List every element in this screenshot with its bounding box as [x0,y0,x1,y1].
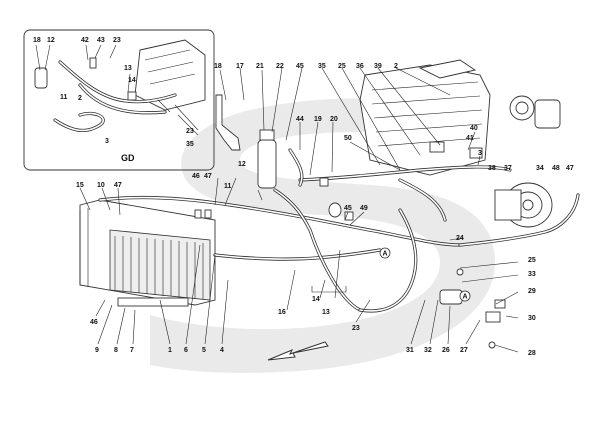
label-16: 16 [278,309,286,316]
label-48: 48 [552,165,560,172]
label-14: 14 [312,296,320,303]
label-4: 4 [220,347,224,354]
marker-a-left [379,247,391,259]
label-18-inset: 18 [33,37,41,44]
callout-labels: GD 18 12 42 43 23 13 14 2 11 3 23 35 18 … [33,37,574,357]
inset-drier-icon [34,67,48,89]
label-24: 24 [456,235,464,242]
label-3-inset: 3 [105,138,109,145]
label-45-mid: 45 [344,205,352,212]
label-11: 11 [224,183,232,190]
label-49: 49 [360,205,368,212]
label-3: 3 [478,150,482,157]
label-39: 39 [374,63,382,70]
label-37: 37 [504,165,512,172]
label-50: 50 [344,135,352,142]
label-6: 6 [184,347,188,354]
bracket [215,94,241,151]
watermark-logo [150,98,495,373]
label-40: 40 [470,125,478,132]
label-23-inset-top: 23 [113,37,121,44]
label-33: 33 [528,271,536,278]
label-47-right: 47 [566,165,574,172]
label-41: 41 [466,135,474,142]
label-18: 18 [214,63,222,70]
label-42: 42 [81,37,89,44]
label-14-inset: 14 [128,77,136,84]
condenser [79,199,216,307]
label-25: 25 [528,257,536,264]
inset-title: GD [121,153,135,163]
label-26: 26 [442,347,450,354]
label-19: 19 [314,116,322,123]
label-20: 20 [330,116,338,123]
marker-a-left-label: A [383,251,388,258]
label-9: 9 [95,347,99,354]
label-47-left: 47 [114,182,122,189]
inset-valve-icon [89,57,97,69]
inset-fitting-icon [127,91,137,101]
inset-evaporator-box [134,39,206,111]
label-10: 10 [97,182,105,189]
label-22: 22 [276,63,284,70]
compressor [494,182,553,228]
label-11-inset: 11 [60,94,68,101]
label-8: 8 [114,347,118,354]
label-32: 32 [424,347,432,354]
label-23: 23 [352,325,360,332]
label-30: 30 [528,315,536,322]
label-38: 38 [488,165,496,172]
label-5: 5 [202,347,206,354]
evaporator-unit [359,59,491,176]
label-35: 35 [318,63,326,70]
label-2-inset: 2 [78,95,82,102]
label-45-top: 45 [296,63,304,70]
label-28: 28 [528,350,536,357]
label-17: 17 [236,63,244,70]
label-46-bottom: 46 [90,319,98,326]
label-46-top: 46 [192,173,200,180]
fittings [194,141,506,349]
label-34: 34 [536,165,544,172]
receiver-drier [257,129,277,189]
label-43: 43 [97,37,105,44]
label-36: 36 [356,63,364,70]
inset-gd [23,29,215,171]
label-25-top: 25 [338,63,346,70]
leader-lines [35,44,519,353]
label-47-top: 47 [204,173,212,180]
label-13-inset: 13 [124,65,132,72]
label-29: 29 [528,288,536,295]
label-27: 27 [460,347,468,354]
label-13: 13 [322,309,330,316]
marker-a-right [459,290,471,302]
label-31: 31 [406,347,414,354]
label-12-inset: 12 [47,37,55,44]
label-7: 7 [130,347,134,354]
label-21: 21 [256,63,264,70]
label-15: 15 [76,182,84,189]
label-23-inset-right: 23 [186,128,194,135]
label-44: 44 [296,116,304,123]
refrigerant-lines [98,148,580,313]
direction-arrow [267,341,329,361]
reference-markers [379,247,471,302]
label-35-inset: 35 [186,141,194,148]
label-12: 12 [238,161,246,168]
label-1: 1 [168,347,172,354]
pressure-switch-group [509,95,561,129]
label-2: 2 [394,63,398,70]
marker-a-right-label: A [463,294,468,301]
